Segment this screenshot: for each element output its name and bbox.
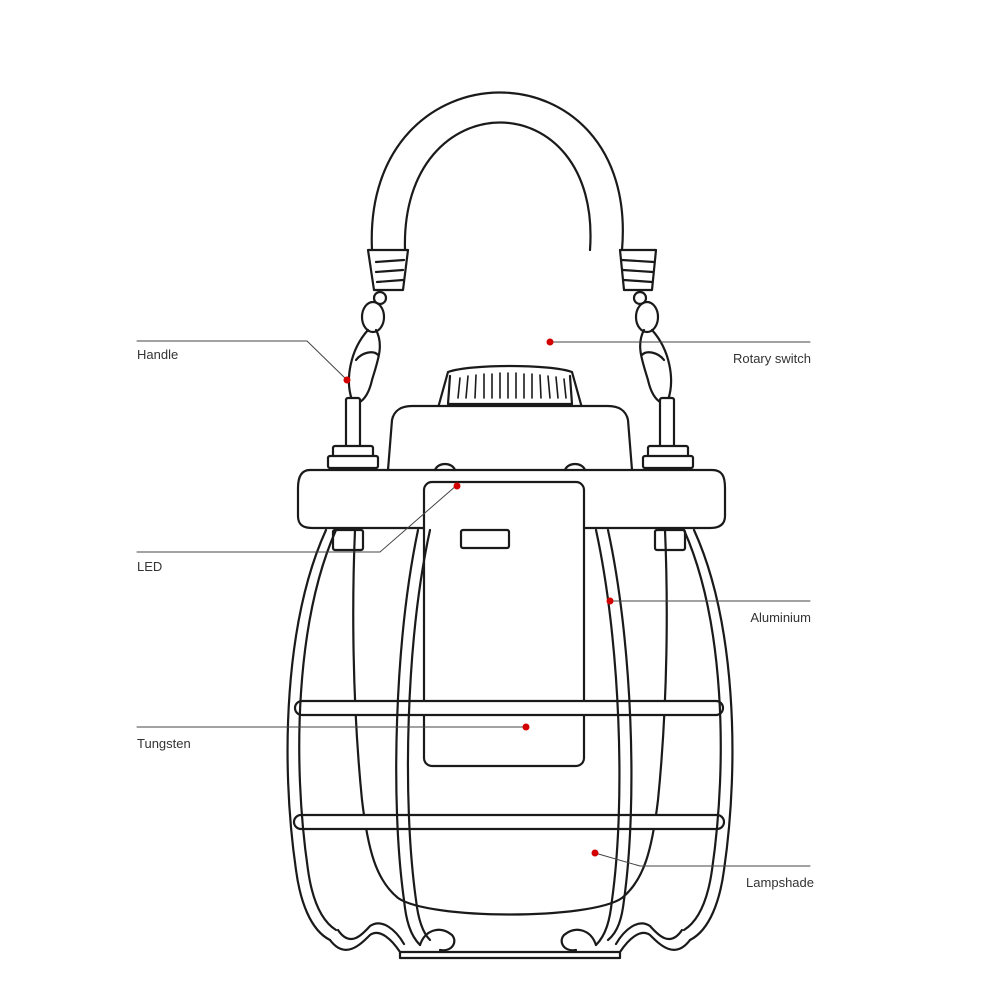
handle-posts — [326, 396, 695, 470]
label-rotary-switch: Rotary switch — [732, 351, 811, 366]
marker-dot-tungsten — [522, 723, 530, 731]
marker-dot-led — [453, 482, 461, 490]
led-panel — [422, 480, 586, 768]
leader-lines — [136, 340, 811, 867]
cage-rings — [292, 699, 726, 831]
right-snap-hook — [632, 290, 673, 404]
marker-dots — [343, 338, 614, 857]
label-lampshade: Lampshade — [746, 875, 814, 890]
label-aluminium: Aluminium — [750, 610, 811, 625]
marker-dot-lampshade — [591, 849, 599, 857]
cage-mounts — [331, 528, 687, 552]
marker-dot-rotary-switch — [546, 338, 554, 346]
leader-line-lampshade — [594, 852, 811, 867]
handle-strap — [366, 91, 658, 292]
lampshade-body — [352, 528, 668, 916]
leader-line-led — [136, 484, 458, 553]
label-handle: Handle — [137, 347, 179, 362]
label-led: LED — [137, 559, 163, 574]
marker-dot-aluminium — [606, 597, 614, 605]
cage-feet — [328, 922, 692, 960]
marker-dot-handle — [343, 376, 351, 384]
top-housing — [386, 404, 634, 472]
rotary-switch-knob — [436, 364, 584, 410]
label-tungsten: Tungsten — [137, 736, 191, 751]
left-snap-hook — [347, 290, 388, 404]
leader-line-handle — [136, 340, 348, 381]
